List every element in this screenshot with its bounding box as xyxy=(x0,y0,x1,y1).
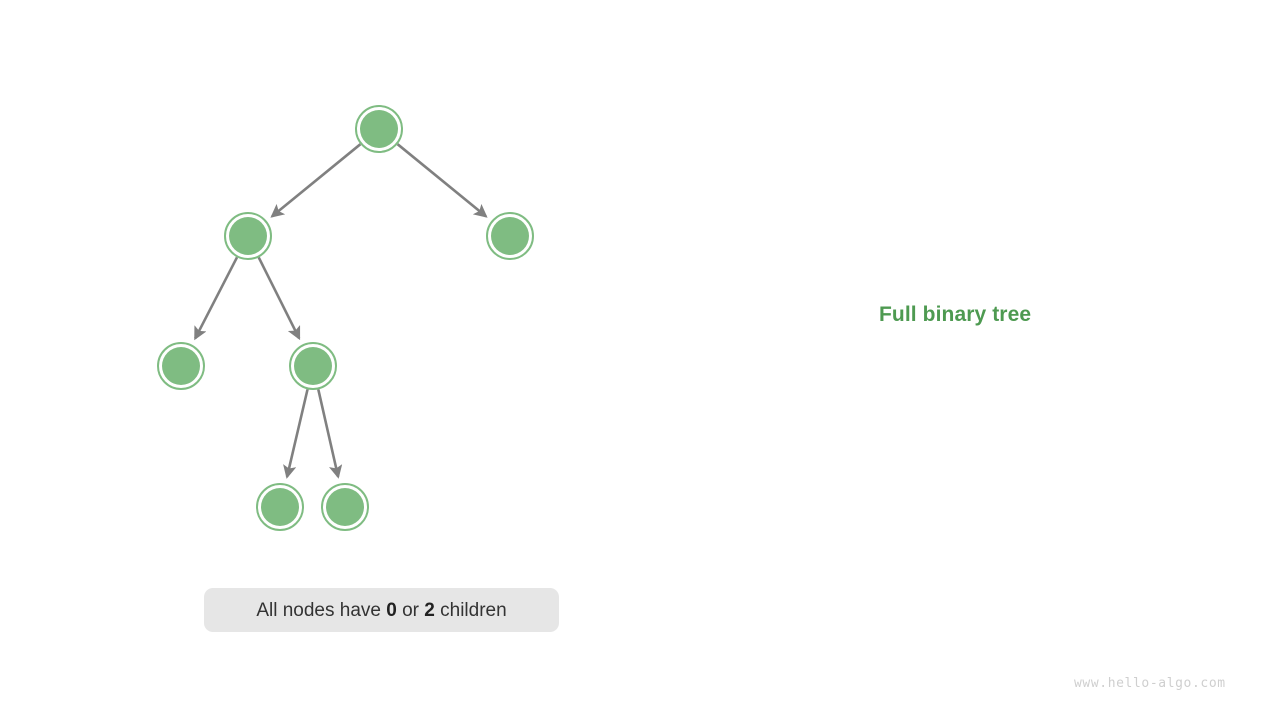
tree-node-disc xyxy=(326,488,364,526)
tree-node xyxy=(256,483,304,531)
tree-node-disc xyxy=(229,217,267,255)
tree-node xyxy=(289,342,337,390)
tree-node-disc xyxy=(294,347,332,385)
tree-node-ring xyxy=(289,342,337,390)
tree-node xyxy=(224,212,272,260)
tree-edge xyxy=(257,256,301,341)
caption-suffix: children xyxy=(434,599,507,621)
tree-edge xyxy=(317,389,343,479)
tree-nodes xyxy=(157,105,534,531)
tree-node-ring xyxy=(157,342,205,390)
tree-node xyxy=(355,105,403,153)
tree-edge xyxy=(270,143,362,218)
tree-node-disc xyxy=(491,217,529,255)
page-title: Full binary tree xyxy=(879,303,1032,326)
tree-node xyxy=(486,212,534,260)
tree-node-ring xyxy=(256,483,304,531)
tree-edge xyxy=(283,389,309,479)
tree-node-ring xyxy=(355,105,403,153)
caption-bold-two: 2 xyxy=(424,599,435,621)
tree-edge xyxy=(194,256,239,341)
watermark: www.hello-algo.com xyxy=(1074,676,1226,691)
caption-text: All nodes have 0 or 2 children xyxy=(256,601,506,620)
tree-node-ring xyxy=(486,212,534,260)
tree-node xyxy=(157,342,205,390)
tree-node-ring xyxy=(224,212,272,260)
tree-edge xyxy=(396,143,488,218)
tree-node-disc xyxy=(261,488,299,526)
tree-node-disc xyxy=(162,347,200,385)
tree-node xyxy=(321,483,369,531)
caption-middle: or xyxy=(396,599,425,621)
caption-prefix: All nodes have xyxy=(256,599,387,621)
tree-edges xyxy=(194,143,488,479)
tree-node-ring xyxy=(321,483,369,531)
tree-node-disc xyxy=(360,110,398,148)
caption-bold-zero: 0 xyxy=(386,599,397,621)
caption-pill: All nodes have 0 or 2 children xyxy=(204,588,559,632)
